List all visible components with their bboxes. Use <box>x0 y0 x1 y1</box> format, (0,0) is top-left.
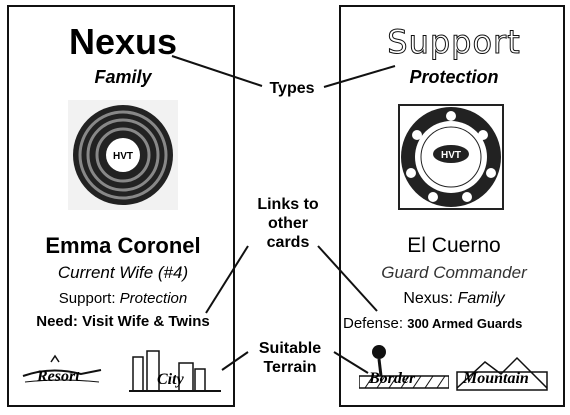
terrain-callout: Suitable Terrain <box>244 339 336 377</box>
terrain-resort: Resort <box>37 368 80 385</box>
links-callout-line: cards <box>266 234 310 251</box>
defense-label: Defense: <box>343 315 404 332</box>
need-label: Need: <box>36 313 78 330</box>
terrain-callout-line: Suitable <box>258 340 322 357</box>
hvt-badge: HVT <box>441 150 461 161</box>
nexus-card[interactable]: Nexus Family HVT Emma Coronel Current Wi… <box>7 5 235 407</box>
nexus-value: Family <box>457 290 505 307</box>
links-callout-line: Links to <box>257 196 319 213</box>
types-callout: Types <box>269 80 315 97</box>
terrain-city: City <box>157 371 184 388</box>
hvt-target-icon: HVT <box>68 100 178 210</box>
card-role: Current Wife (#4) <box>57 263 189 282</box>
need-value: Visit Wife & Twins <box>82 313 210 330</box>
card-type-title: Nexus <box>68 21 178 62</box>
links-callout: Links to other cards <box>246 195 330 252</box>
resort-terrain-icon: Resort <box>21 352 105 394</box>
border-terrain-icon: Border <box>358 342 450 394</box>
nexus-label: Nexus: <box>403 290 454 307</box>
defense-value: 300 Armed Guards <box>407 316 523 331</box>
terrain-border: Border <box>369 370 416 387</box>
defense-line: Defense: 300 Armed Guards <box>343 315 522 332</box>
terrain-mountain: Mountain <box>463 370 529 387</box>
hvt-badge: HVT <box>113 151 133 162</box>
mountain-terrain-icon: Mountain <box>455 352 549 392</box>
card-subtype: Family <box>94 67 152 87</box>
city-terrain-icon: City <box>129 347 221 395</box>
support-value: Protection <box>119 290 188 307</box>
card-role: Guard Commander <box>381 263 527 282</box>
hvt-ring-icon: HVT <box>395 101 507 213</box>
card-name: El Cuerno <box>407 234 501 257</box>
support-label: Support: <box>58 290 116 307</box>
need-line: Need: Visit Wife & Twins <box>9 313 237 330</box>
terrain-callout-line: Terrain <box>263 359 317 376</box>
card-name: Emma Coronel <box>45 233 201 258</box>
card-type-title: Support <box>387 23 521 62</box>
support-card[interactable]: Support Protection HVT El Cuerno Guard C… <box>339 5 565 407</box>
nexus-line: Nexus: Family <box>341 290 567 308</box>
card-subtype: Protection <box>409 67 499 87</box>
links-callout-line: other <box>268 215 308 232</box>
support-line: Support: Protection <box>9 290 237 307</box>
